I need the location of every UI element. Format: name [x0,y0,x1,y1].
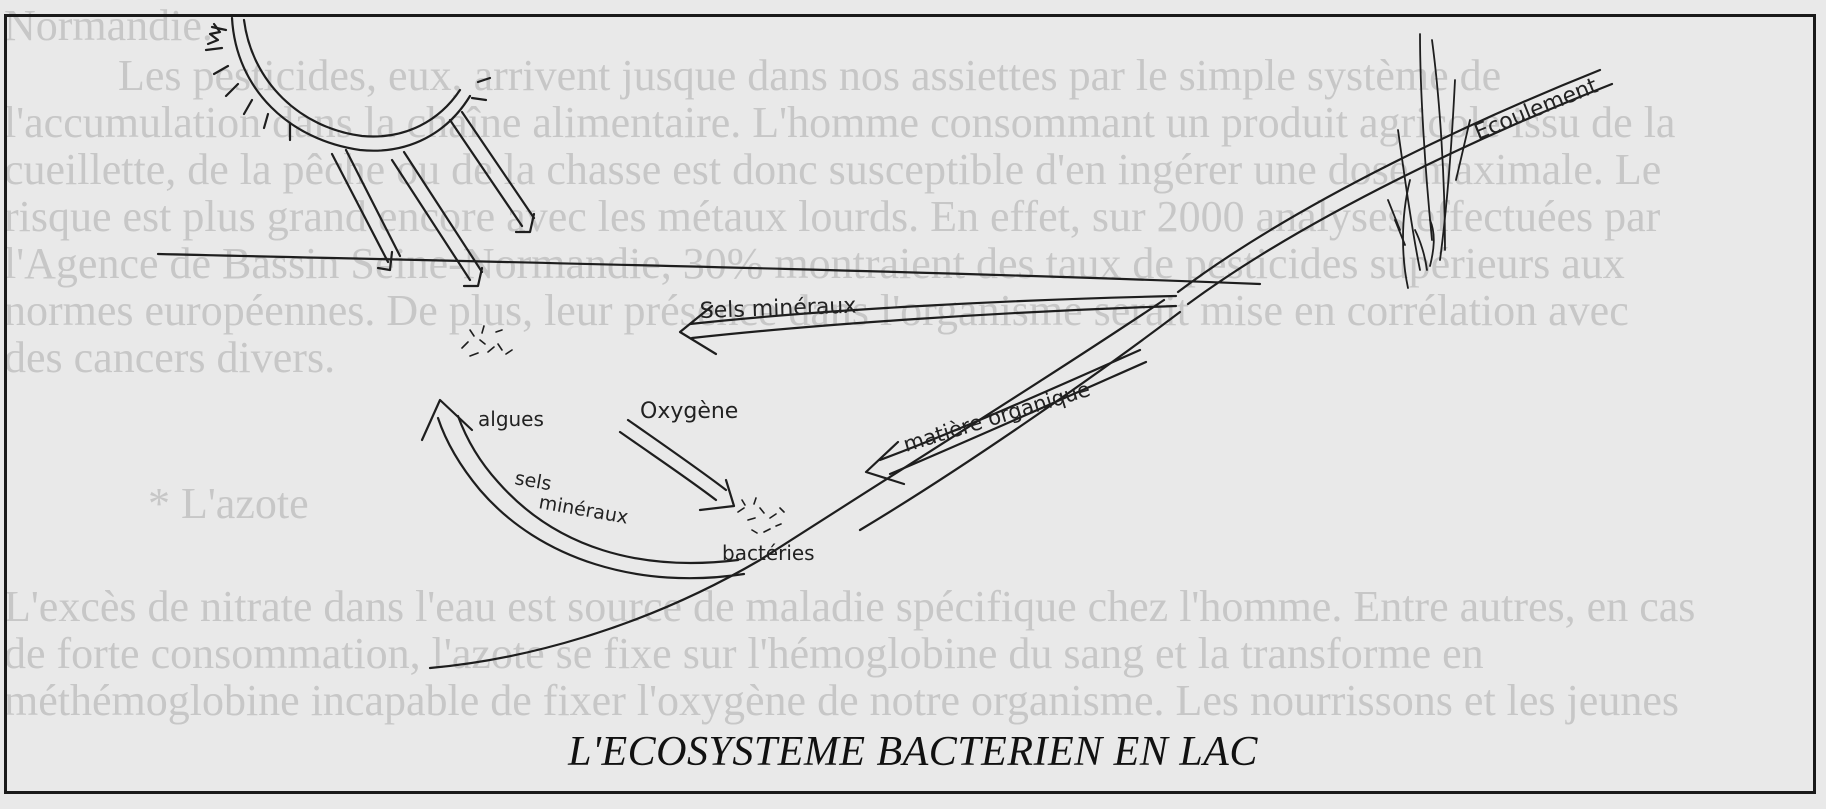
label-algues: algues [478,407,544,431]
sun-icon [206,18,490,151]
label-mineraux-bottom: minéraux [537,491,630,528]
water-surface-line [158,254,1260,284]
label-sels-bottom: sels [513,467,553,495]
label-matiere-organique: matière organique [900,377,1093,457]
label-sels-mineraux-top: Sels minéraux [699,294,856,324]
diagram-caption: L'ECOSYSTEME BACTERIEN EN LAC [0,728,1826,776]
mineral-salts-arrow-bottom [422,400,744,578]
algae-icon [462,326,512,356]
reeds-icon [1388,34,1470,288]
label-oxygene: Oxygène [640,399,738,424]
label-bacteries: bactéries [722,541,815,565]
bacteria-icon [738,498,784,533]
stream-channel [430,70,1612,668]
label-ecoulement: Ecoulement [1471,73,1602,145]
oxygen-arrow [620,420,734,510]
